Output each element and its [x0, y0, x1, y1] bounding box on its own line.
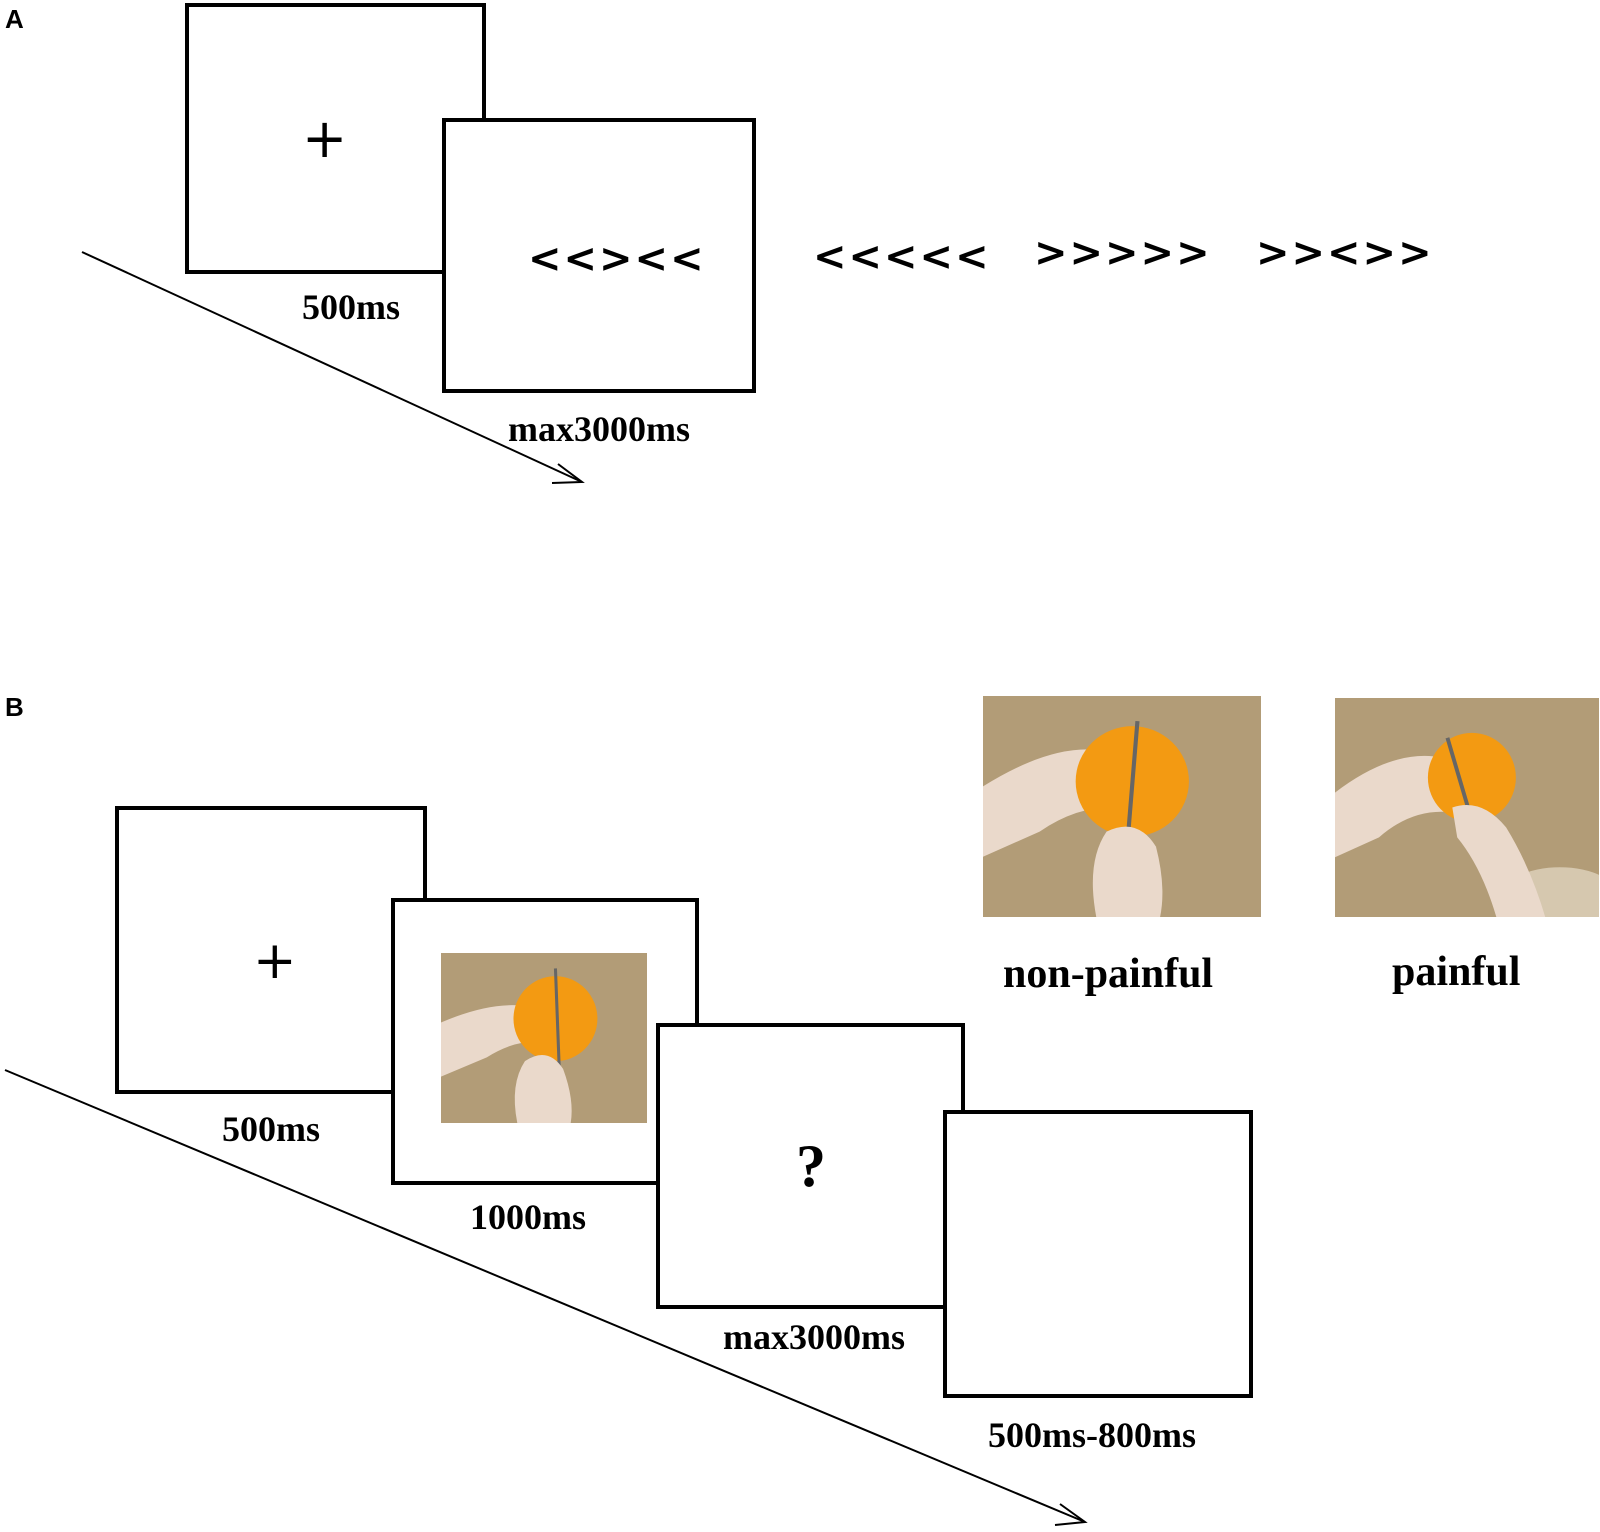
- time-arrow-a: [81, 251, 583, 483]
- painful-label: painful: [1392, 949, 1521, 995]
- question-mark: ?: [796, 1133, 826, 1199]
- panel-b-letter: B: [5, 692, 24, 722]
- blank-duration: 500ms-800ms: [988, 1415, 1196, 1455]
- question-duration: max3000ms: [723, 1317, 905, 1357]
- orange-cut-painful-photo: [1335, 698, 1599, 917]
- flanker-screen: <<><<: [442, 118, 756, 393]
- panel-a-letter: A: [5, 4, 24, 34]
- fixation-screen-b: +: [115, 806, 427, 1094]
- time-arrow-a-head: [551, 463, 585, 484]
- flanker-example-2: >>>>>: [1034, 230, 1212, 276]
- picture-duration: 1000ms: [470, 1197, 586, 1237]
- fixation-cross-b: +: [253, 931, 297, 991]
- flanker-duration: max3000ms: [508, 409, 690, 449]
- question-screen: ?: [656, 1023, 965, 1309]
- fixation-screen-a: +: [185, 3, 486, 274]
- flanker-example-1: <<<<<: [813, 234, 991, 280]
- blank-screen: [943, 1110, 1253, 1398]
- picture-screen: [391, 898, 699, 1185]
- time-arrow-b: [4, 1069, 1086, 1523]
- orange-cut-stimulus-photo: [441, 953, 647, 1123]
- nonpainful-label: non-painful: [1003, 951, 1214, 997]
- flanker-current-stimulus: <<><<: [528, 236, 706, 282]
- fixation-duration-b: 500ms: [222, 1109, 320, 1149]
- fixation-duration-a: 500ms: [302, 287, 400, 327]
- fixation-cross-a: +: [302, 107, 348, 170]
- flanker-example-3: >><>>: [1256, 230, 1434, 276]
- time-arrow-b-head: [1054, 1503, 1088, 1526]
- orange-cut-nonpainful-photo: [983, 696, 1261, 917]
